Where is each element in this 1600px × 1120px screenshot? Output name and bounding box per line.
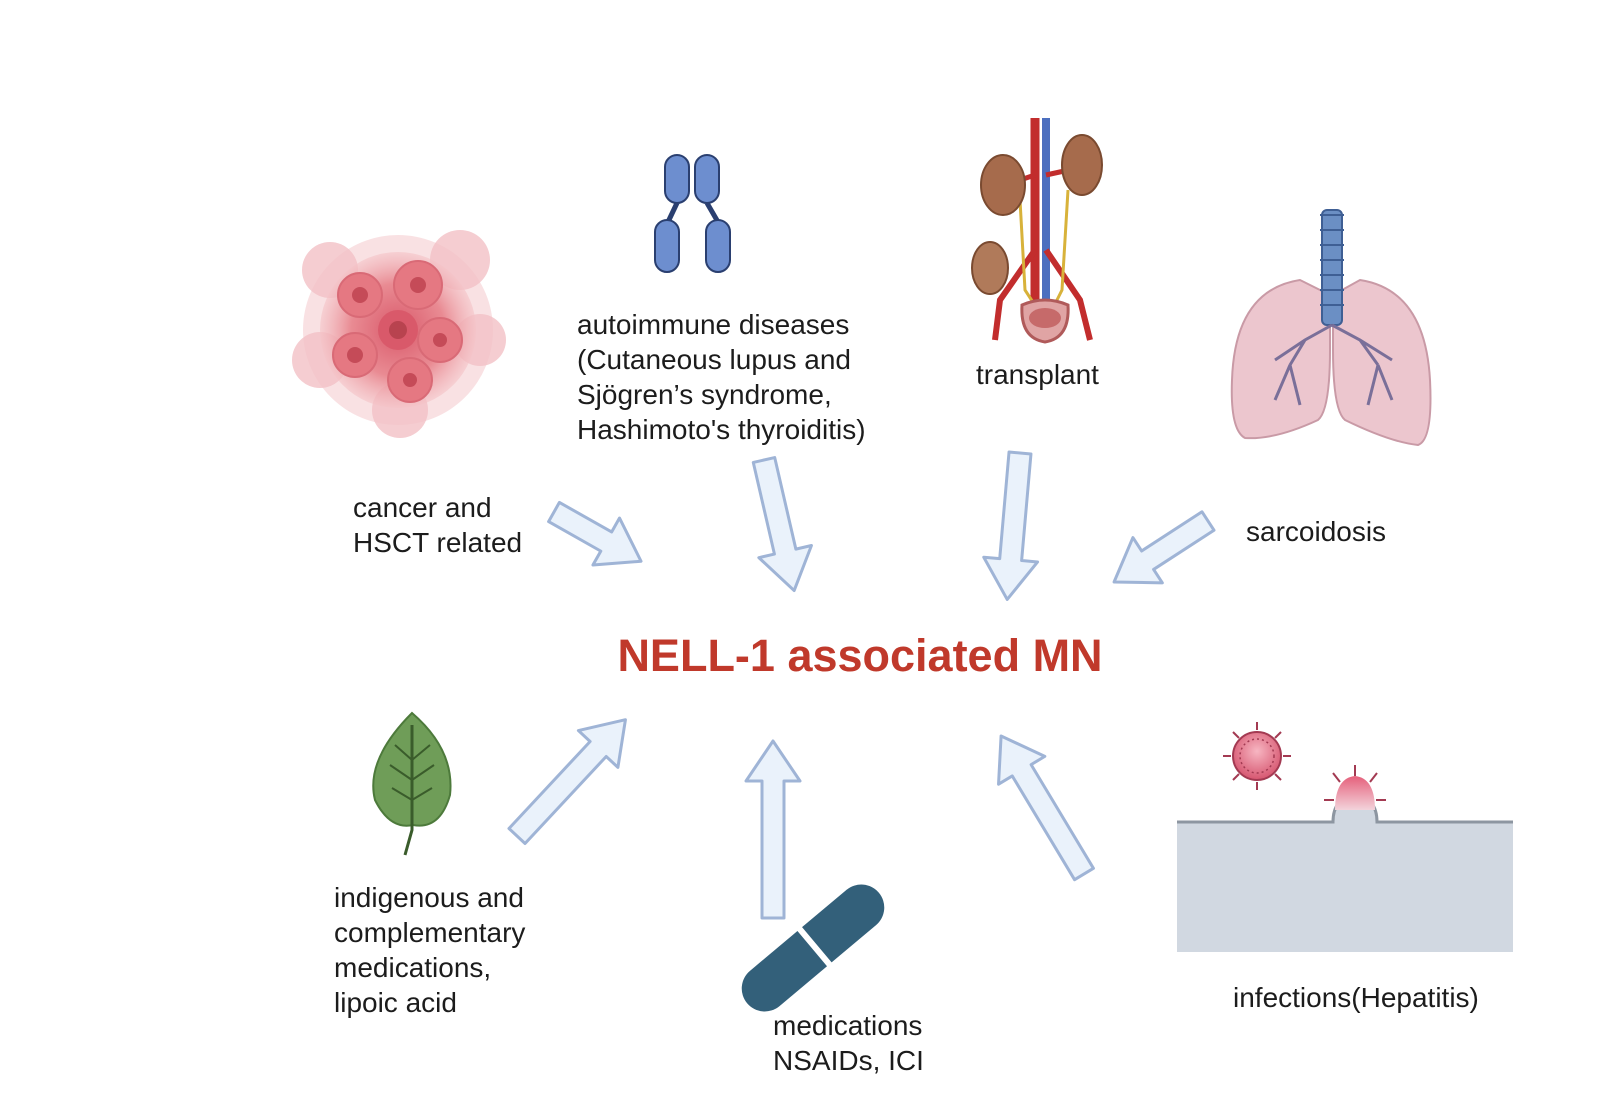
label-autoimmune-line: Sjögren’s syndrome, (577, 379, 832, 410)
label-indigenous: indigenous and complementary medications… (334, 880, 525, 1020)
label-cancer-line: HSCT related (353, 527, 523, 558)
tumor-cells-icon (292, 230, 506, 438)
label-infections-line: infections(Hepatitis) (1233, 982, 1479, 1013)
label-cancer: cancer and HSCT related (353, 490, 522, 560)
label-sarcoidosis: sarcoidosis (1246, 514, 1386, 549)
label-cancer-line: cancer and (353, 492, 492, 523)
label-autoimmune-line: autoimmune diseases (577, 309, 850, 340)
leaf-icon (372, 711, 452, 856)
label-medications-line: medications (773, 1010, 923, 1041)
label-medications: medications NSAIDs, ICI (773, 1008, 924, 1078)
label-autoimmune-line: Hashimoto's thyroiditis) (577, 414, 866, 445)
label-indigenous-line: complementary (334, 917, 526, 948)
label-autoimmune-line: (Cutaneous lupus and (577, 344, 851, 375)
arrow-indigenous (507, 718, 627, 846)
center-title: NELL-1 associated MN (617, 630, 1103, 681)
arrow-infections (997, 734, 1095, 882)
label-transplant: transplant (976, 357, 1099, 392)
chromosome-icon (654, 154, 731, 273)
label-indigenous-line: lipoic acid (334, 987, 457, 1018)
arrow-cancer (547, 500, 643, 567)
pill-capsule-icon (741, 884, 885, 1012)
label-sarcoidosis-line: sarcoidosis (1246, 516, 1387, 547)
urinary-system-icon (971, 118, 1103, 344)
lungs-icon (1230, 209, 1432, 447)
arrow-transplant (982, 450, 1040, 601)
label-transplant-line: transplant (976, 359, 1099, 390)
label-infections: infections(Hepatitis) (1233, 980, 1479, 1015)
label-medications-line: NSAIDs, ICI (773, 1045, 924, 1076)
arrow-sarcoidosis (1112, 510, 1216, 585)
arrow-autoimmune (751, 456, 813, 593)
label-indigenous-line: indigenous and (334, 882, 524, 913)
label-autoimmune: autoimmune diseases (Cutaneous lupus and… (577, 307, 866, 447)
label-indigenous-line: medications, (334, 952, 492, 983)
arrow-medications (744, 739, 802, 920)
virus-cell-icon (1177, 722, 1513, 952)
